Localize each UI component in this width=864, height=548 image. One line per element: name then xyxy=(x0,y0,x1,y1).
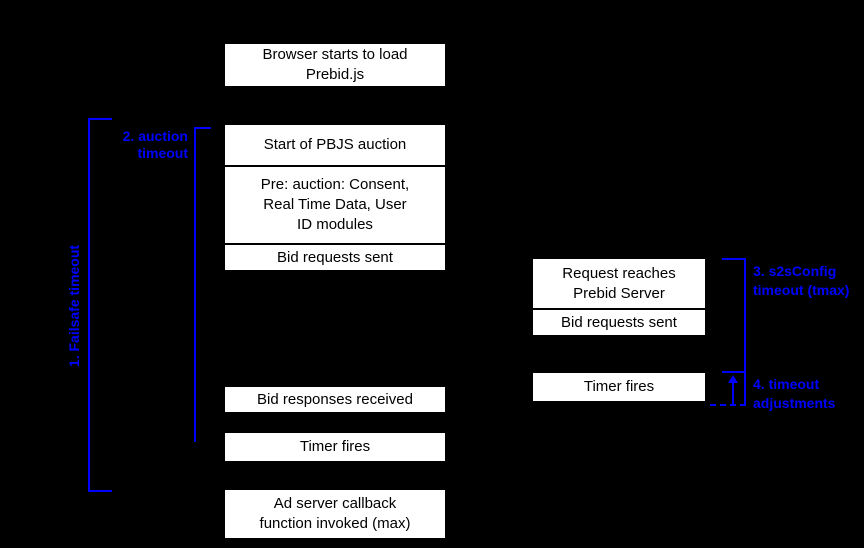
auction-bracket-line xyxy=(194,127,196,442)
auction-timeout-label: 2. auction timeout xyxy=(122,128,188,161)
failsafe-bracket-top-tick xyxy=(88,118,112,120)
box-pre-auction-modules: Pre: auction: Consent, Real Time Data, U… xyxy=(225,165,445,243)
box-bid-requests-sent-server: Bid requests sent xyxy=(533,308,705,335)
failsafe-bracket-bottom-tick xyxy=(88,490,112,492)
failsafe-bracket-line xyxy=(88,118,90,492)
box-request-reaches-prebid-server: Request reaches Prebid Server xyxy=(533,259,705,308)
auction-bracket-top-tick xyxy=(194,127,211,129)
box-bid-responses-received: Bid responses received xyxy=(225,387,445,412)
s2s-bracket-mid-tick xyxy=(722,371,746,373)
s2s-timeout-label: 3. s2sConfig timeout (tmax) xyxy=(753,263,850,298)
box-ad-server-callback: Ad server callback function invoked (max… xyxy=(225,490,445,538)
box-timer-fires-client: Timer fires xyxy=(225,433,445,461)
adjustment-arrow-shaft xyxy=(732,381,734,404)
s2s-bracket-top-tick xyxy=(722,258,746,260)
box-timer-fires-server: Timer fires xyxy=(533,373,705,401)
box-auction-start: Start of PBJS auction xyxy=(225,125,445,165)
box-browser-load: Browser starts to load Prebid.js xyxy=(225,44,445,86)
timeout-adjustments-label: 4. timeout adjustments xyxy=(753,376,836,411)
adjustment-arrow-up-icon xyxy=(728,375,738,383)
s2s-bracket-line xyxy=(744,258,746,406)
adjustment-dashed-line xyxy=(710,404,746,406)
failsafe-timeout-label: 1. Failsafe timeout xyxy=(66,244,82,368)
box-bid-requests-sent-client: Bid requests sent xyxy=(225,243,445,270)
